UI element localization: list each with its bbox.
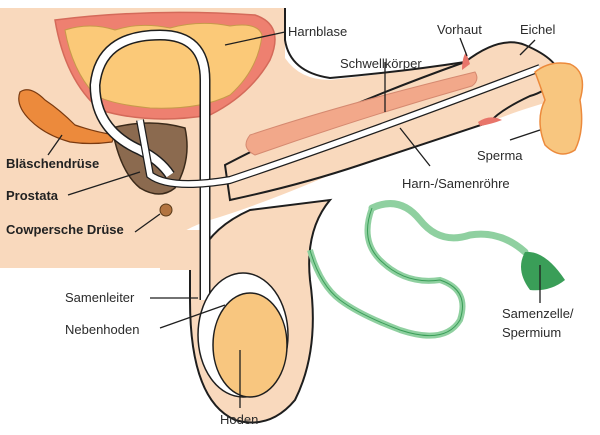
label-sperma: Sperma bbox=[477, 148, 523, 163]
label-spermium: Spermium bbox=[502, 325, 562, 340]
foreskin-lower bbox=[478, 117, 502, 126]
label-schwellkoerper: Schwellkörper bbox=[340, 56, 422, 71]
label-harnblase: Harnblase bbox=[288, 24, 348, 39]
label-prostata: Prostata bbox=[6, 188, 59, 203]
label-harnroehre: Harn-/Samenröhre bbox=[402, 176, 510, 191]
erectile-tissue bbox=[245, 71, 478, 156]
label-samenleiter: Samenleiter bbox=[65, 290, 135, 305]
sperma-blob bbox=[534, 62, 584, 155]
label-eichel: Eichel bbox=[520, 22, 556, 37]
foreskin bbox=[462, 52, 470, 70]
cowper-gland bbox=[159, 203, 173, 217]
label-samenzelle: Samenzelle/ bbox=[502, 306, 574, 321]
label-nebenhoden: Nebenhoden bbox=[65, 322, 140, 337]
sperm-tail bbox=[368, 200, 529, 256]
leader-lines bbox=[47, 31, 541, 408]
label-hoden: Hoden bbox=[220, 412, 259, 427]
body-outline bbox=[284, 8, 466, 80]
testis bbox=[212, 292, 288, 398]
label-vorhaut: Vorhaut bbox=[437, 22, 482, 37]
label-cowpersche-druese: Cowpersche Drüse bbox=[6, 222, 124, 237]
sperm-head bbox=[521, 251, 565, 291]
label-blaeschendruese: Bläschendrüse bbox=[6, 156, 100, 171]
